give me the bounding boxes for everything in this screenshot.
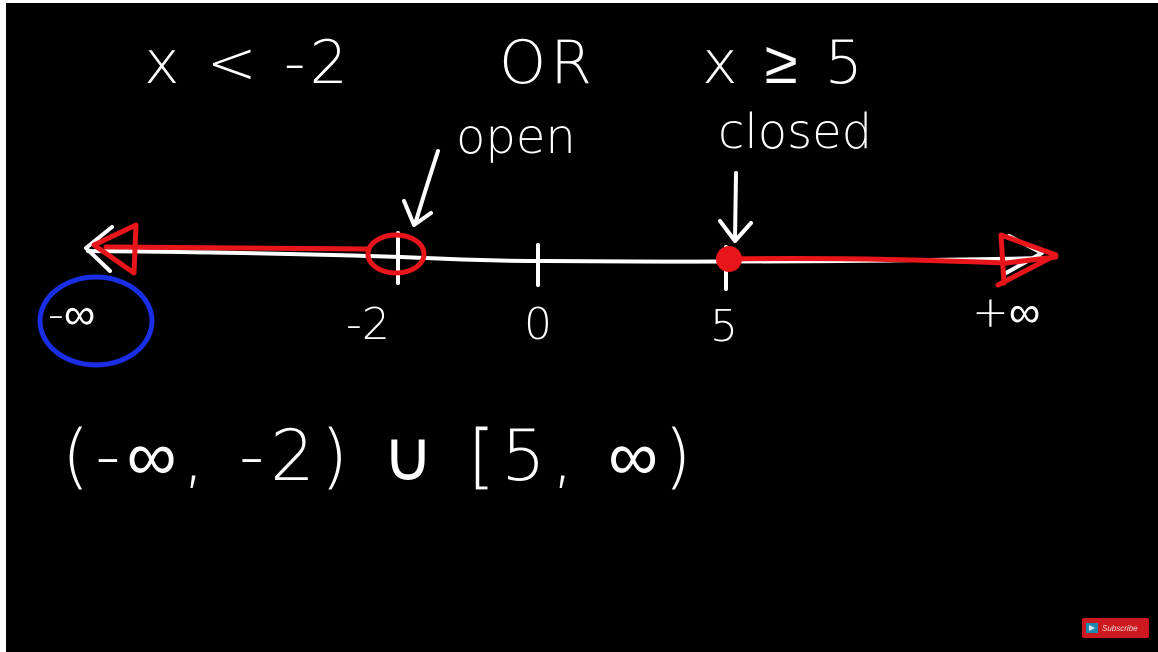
inequality-left: x < -2 bbox=[144, 28, 352, 98]
red-left-arrow-icon bbox=[91, 222, 139, 276]
highlight-circle-icon bbox=[37, 274, 155, 368]
closed-arrow-icon bbox=[718, 171, 753, 243]
left-infinity-label: -∞ bbox=[48, 289, 96, 340]
interval-notation: (-∞, -2) ∪ [5, ∞) bbox=[62, 415, 698, 497]
closed-dot-icon bbox=[716, 246, 742, 272]
open-label: open bbox=[456, 109, 576, 165]
number-line bbox=[37, 149, 1059, 368]
subscribe-label: Subscribe bbox=[1102, 623, 1138, 633]
subscribe-button[interactable]: Subscribe bbox=[1082, 618, 1149, 638]
red-right-arrow-icon bbox=[995, 232, 1059, 288]
shaded-right-ray bbox=[725, 254, 1059, 266]
open-circle-icon bbox=[365, 232, 427, 276]
tick-label-5: 5 bbox=[710, 301, 738, 352]
closed-label: closed bbox=[718, 104, 873, 160]
shaded-left-ray bbox=[103, 244, 371, 252]
inequality-right: x ≥ 5 bbox=[702, 28, 867, 98]
open-arrow-icon bbox=[402, 149, 440, 227]
play-icon bbox=[1086, 623, 1098, 633]
inequality-connector: OR bbox=[499, 28, 596, 98]
video-frame: x < -2 OR x ≥ 5 open closed -∞ -2 0 5 bbox=[6, 3, 1158, 652]
right-infinity-label: +∞ bbox=[972, 287, 1041, 338]
tick-label-minus-2: -2 bbox=[346, 299, 390, 350]
tick-label-0: 0 bbox=[524, 299, 552, 350]
left-arrowhead-icon bbox=[84, 225, 114, 273]
